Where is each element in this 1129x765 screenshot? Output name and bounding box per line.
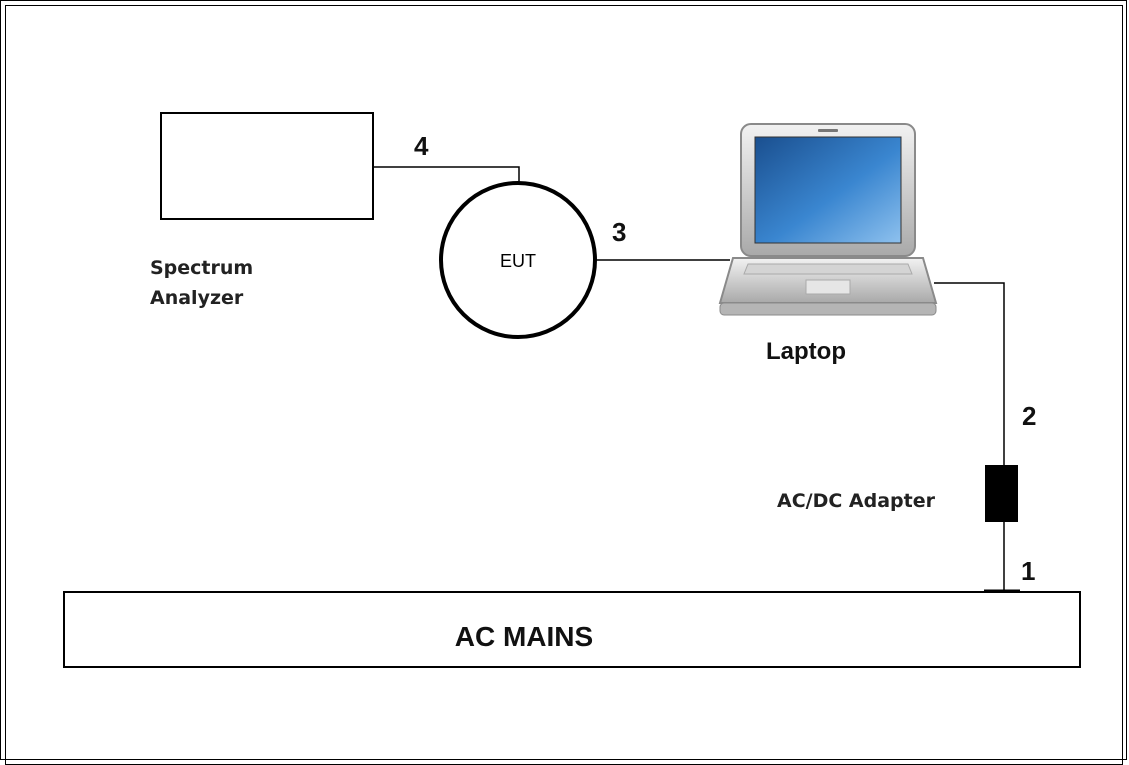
spectrum-analyzer-label-line2: Analyzer [150, 287, 244, 309]
eut-circle [439, 181, 597, 339]
cable-2 [934, 282, 1005, 465]
ac-mains-label: AC MAINS [455, 621, 593, 652]
eut-label: EUT [500, 251, 536, 271]
ac-mains-bar [63, 591, 1081, 668]
cable-4-label: 4 [414, 131, 429, 161]
laptop-icon [718, 123, 938, 316]
cable-1-label: 1 [1021, 556, 1035, 586]
spectrum-analyzer-box [160, 112, 374, 220]
cable-4 [373, 166, 520, 183]
ac-dc-adapter-label: AC/DC Adapter [777, 490, 936, 512]
spectrum-analyzer-label-line1: Spectrum [150, 257, 253, 279]
cable-2-label: 2 [1022, 401, 1036, 431]
laptop-label: Laptop [766, 338, 846, 365]
cable-3-label: 3 [612, 217, 626, 247]
ac-dc-adapter [985, 465, 1018, 522]
test-setup-diagram: Spectrum Analyzer 4 EUT 3 Laptop 2 AC/DC… [63, 112, 1081, 668]
